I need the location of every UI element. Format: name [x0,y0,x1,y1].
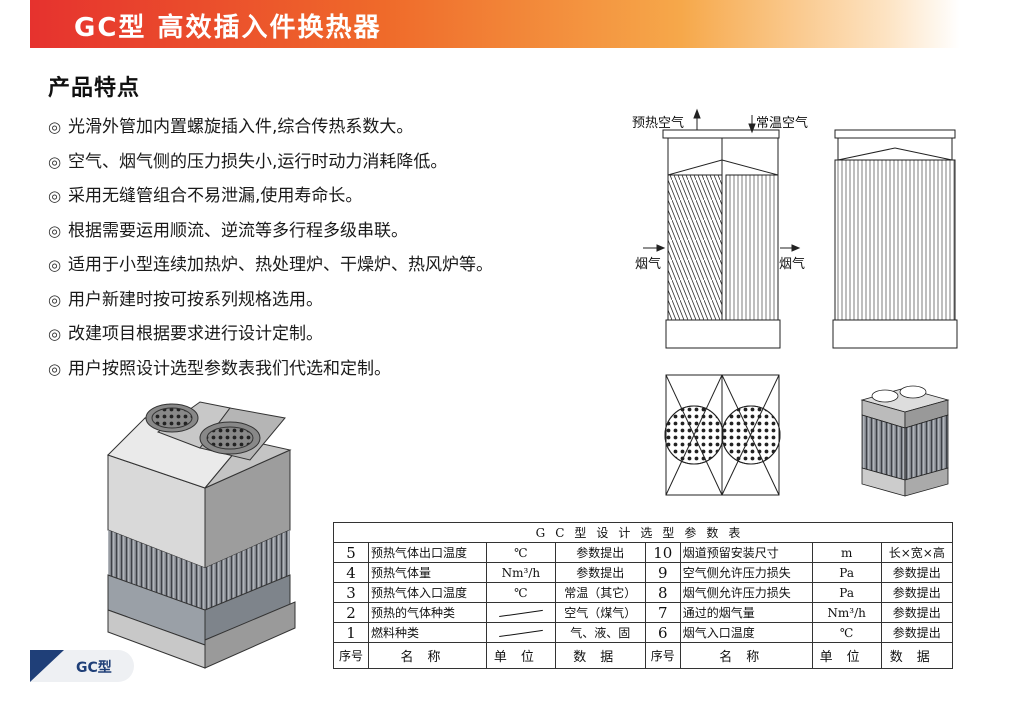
front-elevation-drawing [643,108,801,349]
section-title: 产品特点 [48,76,141,101]
table-row: 4 预热气体量 Nm³/h 参数提出 9 空气侧允许压力损失 Pa 参数提出 [333,562,954,583]
bullet-icon: ◎ [48,256,62,274]
top-view-drawing [664,374,781,496]
label-preheat-air: 预热空气 [632,116,685,131]
list-item: ◎空气、烟气侧的压力损失小,运行时动力消耗降低。 [48,145,493,180]
footer-model-tag: GC型 [30,650,134,682]
table-row: 5 预热气体出口温度 ℃ 参数提出 10 烟道预留安装尺寸 m 长×宽×高 [333,542,954,563]
list-item: ◎用户按照设计选型参数表我们代选和定制。 [48,352,493,387]
bullet-icon: ◎ [48,325,62,343]
list-item: ◎改建项目根据要求进行设计定制。 [48,317,493,352]
list-item: ◎适用于小型连续加热炉、热处理炉、干燥炉、热风炉等。 [48,248,493,283]
table-caption: GC型设计选型参数表 [333,522,953,543]
label-flue-gas-out: 烟气 [779,257,806,272]
side-elevation-drawing [832,129,958,349]
label-flue-gas-in: 烟气 [635,257,662,272]
list-item: ◎采用无缝管组合不易泄漏,使用寿命长。 [48,179,493,214]
bullet-icon: ◎ [48,187,62,205]
feature-list: ◎光滑外管加内置螺旋插入件,综合传热系数大。 ◎空气、烟气侧的压力损失小,运行时… [48,110,493,386]
small-isometric-drawing [860,385,950,497]
page-title: GC型 高效插入件换热器 [74,13,382,43]
footer-model-label: GC型 [76,660,112,676]
table-row: 1 燃料种类 气、液、固 6 烟气入口温度 ℃ 参数提出 [333,622,954,643]
bullet-icon: ◎ [48,118,62,136]
list-item: ◎光滑外管加内置螺旋插入件,综合传热系数大。 [48,110,493,145]
list-item: ◎用户新建时按可按系列规格选用。 [48,283,493,318]
table-row: 2 预热的气体种类 空气（煤气） 7 通过的烟气量 Nm³/h 参数提出 [333,602,954,623]
empty-unit-slash [485,622,556,643]
table-header-row: 序号 名称 单位 数据 序号 名称 单位 数据 [333,642,954,669]
table-row: 3 预热气体入口温度 ℃ 常温（其它） 8 烟气侧允许压力损失 Pa 参数提出 [333,582,954,603]
label-normal-air: 常温空气 [756,116,809,131]
exchanger-3d-render [107,401,296,669]
bullet-icon: ◎ [48,290,62,309]
bullet-icon: ◎ [48,221,62,240]
list-item: ◎根据需要运用顺流、逆流等多行程多级串联。 [48,214,493,249]
bullet-icon: ◎ [48,359,62,378]
selection-parameter-table: GC型设计选型参数表 5 预热气体出口温度 ℃ 参数提出 10 烟道预留安装尺寸… [333,522,954,669]
table-caption-row: GC型设计选型参数表 [333,522,953,543]
title-banner: GC型 高效插入件换热器 [30,0,960,48]
bullet-icon: ◎ [48,152,62,171]
empty-unit-slash [485,602,556,623]
